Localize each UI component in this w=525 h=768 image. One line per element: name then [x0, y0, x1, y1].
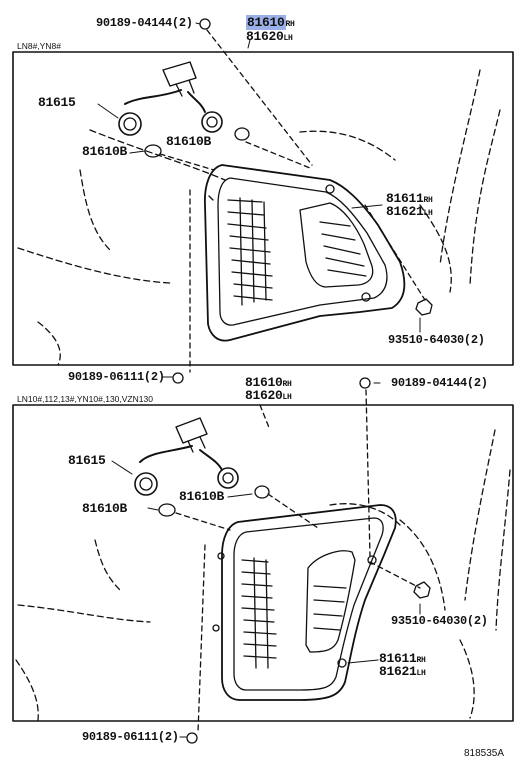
lamp-rh-number-2: 81610: [245, 375, 283, 390]
label-lamp-rh[interactable]: 81610RH: [246, 15, 295, 31]
label-bulb-left[interactable]: 81610B: [82, 144, 128, 159]
label-bolt-top[interactable]: 90189-04144(2): [96, 16, 193, 30]
label-socket-2[interactable]: 81615: [68, 453, 106, 468]
section-header-bottom: LN10#,112,13#,YN10#,130,VZN130: [17, 394, 153, 404]
label-bulb-left-2[interactable]: 81610B: [82, 501, 128, 516]
label-bulb-right[interactable]: 81610B: [166, 134, 212, 149]
lens-rh-number: 81611: [386, 191, 424, 206]
label-nut[interactable]: 93510-64030(2): [388, 333, 485, 347]
label-lamp-lh[interactable]: 81620LH: [246, 29, 293, 45]
label-bolt-bottom-2[interactable]: 90189-06111(2): [82, 730, 179, 744]
label-bolt-bottom[interactable]: 90189-06111(2): [68, 370, 165, 384]
lens-rh-side-2: RH: [416, 656, 426, 665]
lamp-lh-side: LH: [283, 34, 293, 43]
lens-lh-side-2: LH: [416, 669, 426, 678]
lamp-rh-number: 81610: [246, 15, 286, 30]
lens-lh-number-2: 81621: [379, 664, 417, 679]
label-lens-rh[interactable]: 81611RH: [386, 191, 433, 207]
lens-rh-side: RH: [423, 196, 433, 205]
lamp-rh-side-2: RH: [282, 380, 292, 389]
lamp-lh-number: 81620: [246, 29, 284, 44]
lens-rh-number-2: 81611: [379, 651, 417, 666]
label-socket[interactable]: 81615: [38, 95, 76, 110]
label-lamp-rh-2[interactable]: 81610RH: [245, 375, 292, 391]
top-panel-frame: [12, 51, 514, 366]
lens-lh-number: 81621: [386, 204, 424, 219]
label-lamp-lh-2[interactable]: 81620LH: [245, 388, 292, 404]
lamp-rh-side: RH: [285, 20, 295, 29]
label-lens-lh-2[interactable]: 81621LH: [379, 664, 426, 680]
lamp-lh-side-2: LH: [282, 393, 292, 402]
lamp-lh-number-2: 81620: [245, 388, 283, 403]
lens-lh-side: LH: [423, 209, 433, 218]
label-lens-lh[interactable]: 81621LH: [386, 204, 433, 220]
label-nut-2[interactable]: 93510-64030(2): [391, 614, 488, 628]
label-bolt-top-2[interactable]: 90189-04144(2): [391, 376, 488, 390]
label-bulb-right-2[interactable]: 81610B: [179, 489, 225, 504]
diagram-code: 818535A: [464, 748, 505, 759]
section-header-top: LN8#,YN8#: [17, 41, 61, 51]
label-lens-rh-2[interactable]: 81611RH: [379, 651, 426, 667]
bottom-panel-frame: [12, 404, 514, 722]
